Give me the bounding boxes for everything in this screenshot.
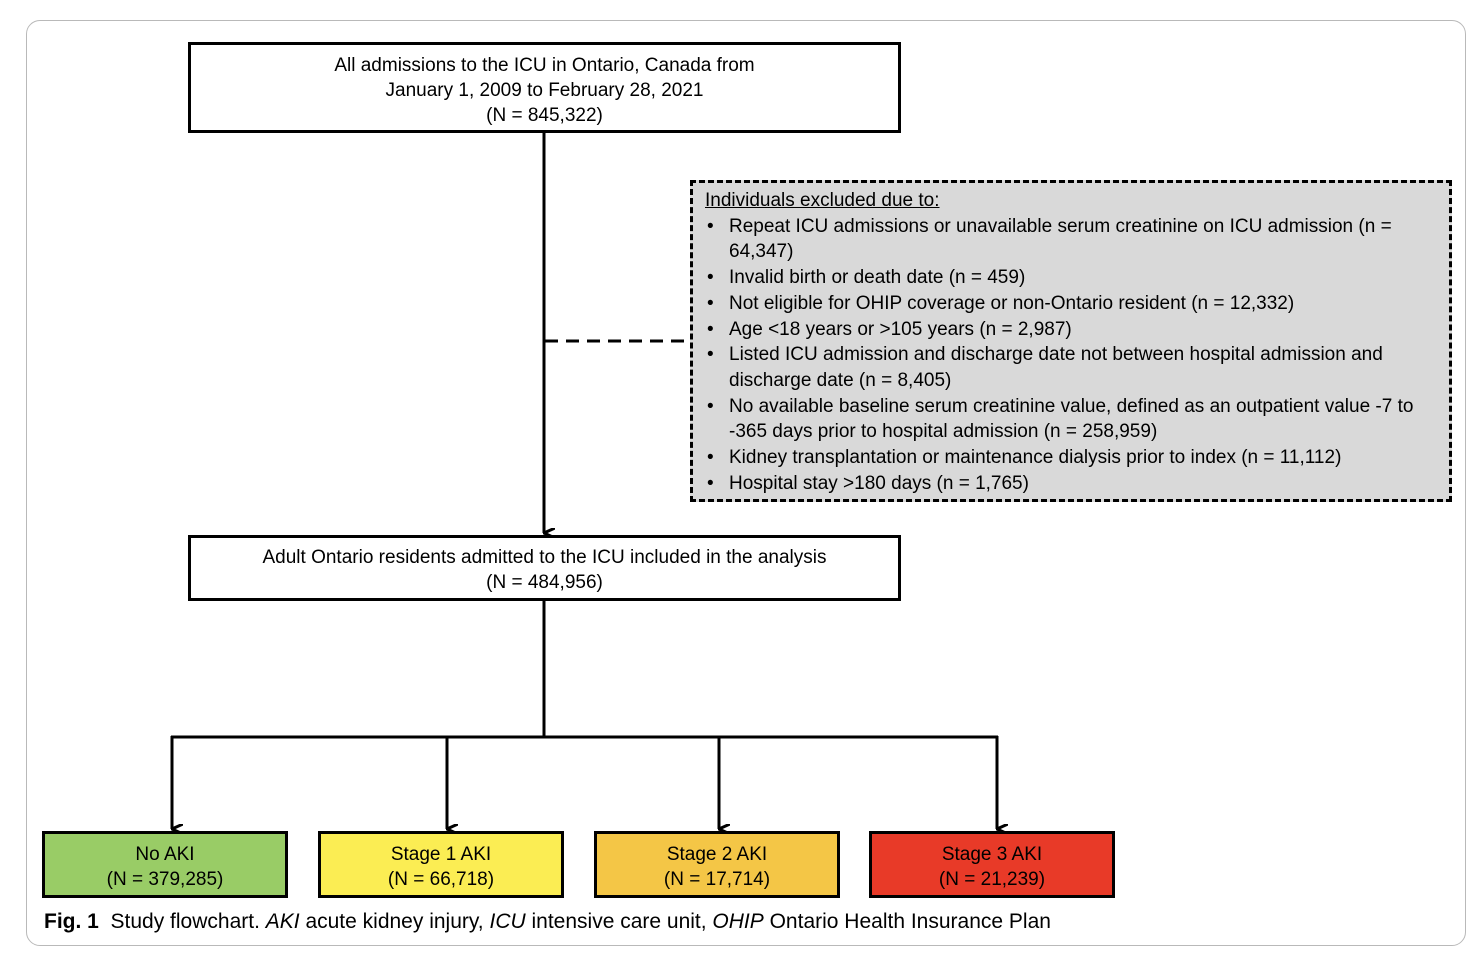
stage-1-aki-box: Stage 1 AKI (N = 66,718) xyxy=(318,831,564,898)
no-aki-box: No AKI (N = 379,285) xyxy=(42,831,288,898)
exclusion-item: Invalid birth or death date (n = 459) xyxy=(705,265,1439,291)
caption-text-1: Study flowchart. xyxy=(110,910,266,933)
exclusions-list: Repeat ICU admissions or unavailable ser… xyxy=(705,214,1439,497)
no-aki-label: No AKI xyxy=(135,844,195,865)
all-admissions-line-2: January 1, 2009 to February 28, 2021 xyxy=(385,80,704,101)
exclusion-item: Listed ICU admission and discharge date … xyxy=(705,342,1439,393)
stage-3-aki-count: (N = 21,239) xyxy=(938,869,1046,890)
stage-3-aki-label: Stage 3 AKI xyxy=(941,844,1043,865)
no-aki-count: (N = 379,285) xyxy=(106,869,224,890)
all-admissions-line-1: All admissions to the ICU in Ontario, Ca… xyxy=(334,55,755,76)
exclusion-item: Not eligible for OHIP coverage or non-On… xyxy=(705,291,1439,317)
exclusions-heading: Individuals excluded due to: xyxy=(705,190,940,211)
exclusion-item: Age <18 years or >105 years (n = 2,987) xyxy=(705,317,1439,343)
included-cohort-label: Adult Ontario residents admitted to the … xyxy=(262,547,827,568)
exclusions-box: Individuals excluded due to: Repeat ICU … xyxy=(690,180,1452,502)
stage-1-aki-count: (N = 66,718) xyxy=(387,869,495,890)
all-admissions-box: All admissions to the ICU in Ontario, Ca… xyxy=(188,42,901,133)
included-cohort-box: Adult Ontario residents admitted to the … xyxy=(188,535,901,601)
stage-1-aki-label: Stage 1 AKI xyxy=(390,844,492,865)
stage-3-aki-box: Stage 3 AKI (N = 21,239) xyxy=(869,831,1115,898)
stage-2-aki-count: (N = 17,714) xyxy=(663,869,771,890)
figure-frame xyxy=(26,20,1466,946)
caption-abbr-ohip: OHIP xyxy=(712,910,764,933)
caption-abbr-icu: ICU xyxy=(489,910,526,933)
included-cohort-count: (N = 484,956) xyxy=(486,572,603,593)
caption-text-3: intensive care unit, xyxy=(525,910,713,933)
exclusion-item: No available baseline serum creatinine v… xyxy=(705,394,1439,445)
all-admissions-count: (N = 845,322) xyxy=(486,105,603,126)
exclusion-item: Hospital stay >180 days (n = 1,765) xyxy=(705,471,1439,497)
figure-caption: Fig. 1 Study flowchart. AKI acute kidney… xyxy=(44,908,1051,936)
figure-label: Fig. 1 xyxy=(44,910,99,933)
caption-abbr-aki: AKI xyxy=(265,910,300,933)
exclusion-item: Repeat ICU admissions or unavailable ser… xyxy=(705,214,1439,265)
caption-text-2: acute kidney injury, xyxy=(299,910,490,933)
stage-2-aki-label: Stage 2 AKI xyxy=(666,844,768,865)
exclusion-item: Kidney transplantation or maintenance di… xyxy=(705,445,1439,471)
stage-2-aki-box: Stage 2 AKI (N = 17,714) xyxy=(594,831,840,898)
caption-text-4: Ontario Health Insurance Plan xyxy=(763,910,1051,933)
